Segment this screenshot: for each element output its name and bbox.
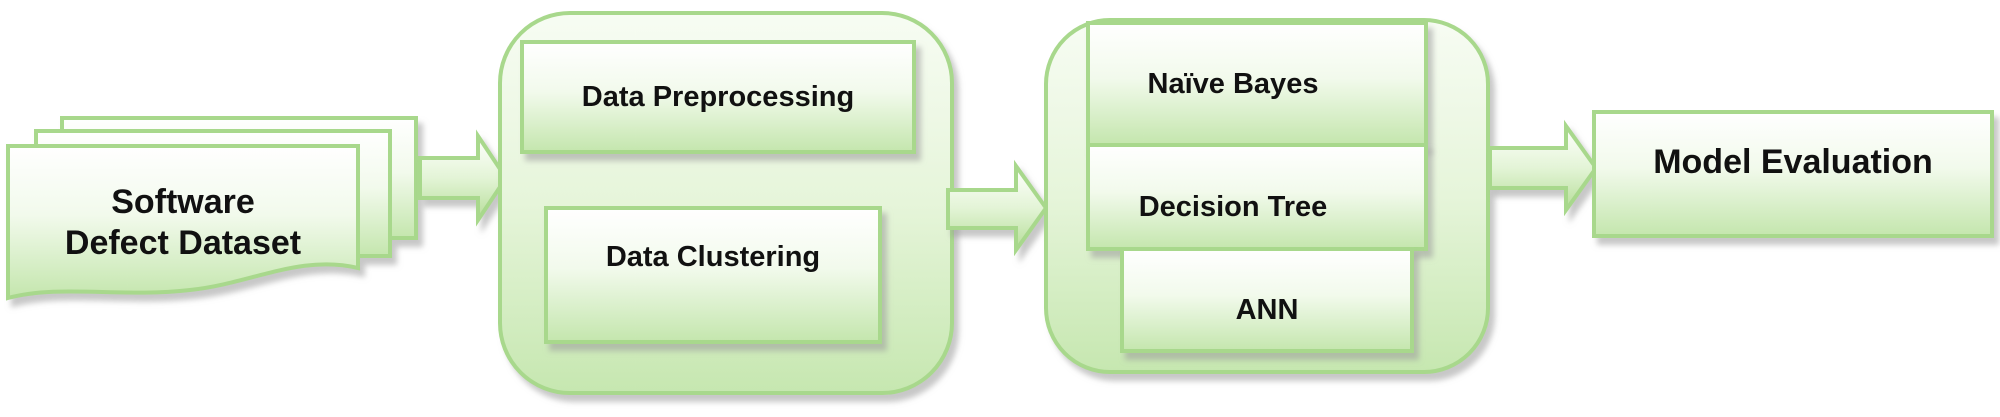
- data-preprocessing-box: [520, 40, 916, 154]
- ann-box: [1120, 247, 1414, 353]
- arrow-dataset-to-preprocessing: [418, 129, 509, 227]
- arrow-preprocessing-to-classifiers: [946, 159, 1049, 257]
- naive-bayes-box: [1086, 21, 1428, 147]
- dataset-front-sheet: [6, 144, 360, 301]
- decision-tree-box: [1086, 143, 1428, 251]
- data-clustering-box: [544, 206, 882, 344]
- software-defect-dataset-node: [6, 116, 418, 301]
- model-evaluation-box: [1592, 110, 1994, 238]
- arrow-classifiers-to-evaluation: [1488, 119, 1599, 217]
